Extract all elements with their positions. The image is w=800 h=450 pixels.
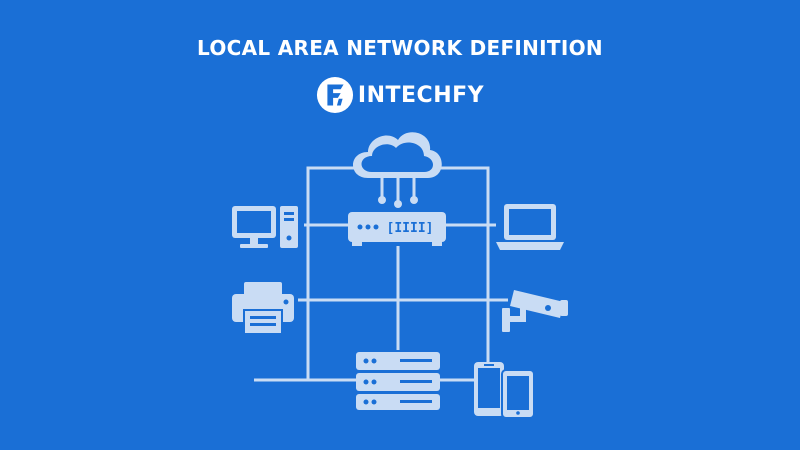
brand: INTECHFY bbox=[0, 76, 800, 114]
desktop-computer-icon bbox=[232, 206, 298, 248]
line-right-top bbox=[436, 166, 490, 362]
mobile-devices-icon bbox=[474, 362, 535, 419]
printer-icon bbox=[232, 282, 294, 335]
laptop-icon bbox=[496, 204, 564, 250]
brand-name: INTECHFY bbox=[357, 82, 485, 108]
security-camera-icon bbox=[502, 290, 568, 332]
router-port-label: [IIII] bbox=[387, 221, 434, 236]
line-left-top bbox=[306, 166, 360, 380]
router-icon: [IIII] bbox=[348, 212, 446, 246]
page-title: LOCAL AREA NETWORK DEFINITION bbox=[197, 36, 603, 60]
connection-lines bbox=[254, 166, 508, 382]
cloud-icon bbox=[353, 132, 442, 208]
f-letter-logo-icon bbox=[316, 76, 353, 114]
server-icon bbox=[356, 352, 440, 410]
